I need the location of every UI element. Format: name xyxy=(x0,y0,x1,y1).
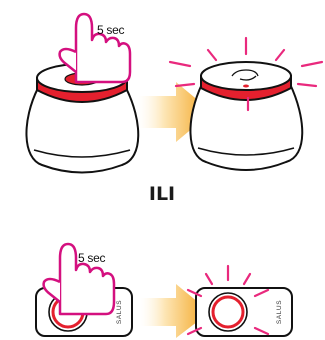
pressing-hand-icon: 5 sec xyxy=(42,242,116,316)
flashing-light-rays xyxy=(186,264,270,336)
rect-device-right: SALUS xyxy=(195,287,293,337)
flashing-light-rays xyxy=(168,36,324,112)
brand-logo-text: SALUS xyxy=(116,300,123,324)
separator-text: ILI xyxy=(149,183,175,205)
round-device-right xyxy=(189,61,304,171)
hold-time-label: 5 sec xyxy=(97,23,124,37)
arrow-right-icon xyxy=(140,284,210,338)
hold-time-label: 5 sec xyxy=(78,251,105,265)
pressing-hand-icon: 5 sec xyxy=(58,12,132,84)
brand-logo-text: SALUS xyxy=(276,300,283,324)
